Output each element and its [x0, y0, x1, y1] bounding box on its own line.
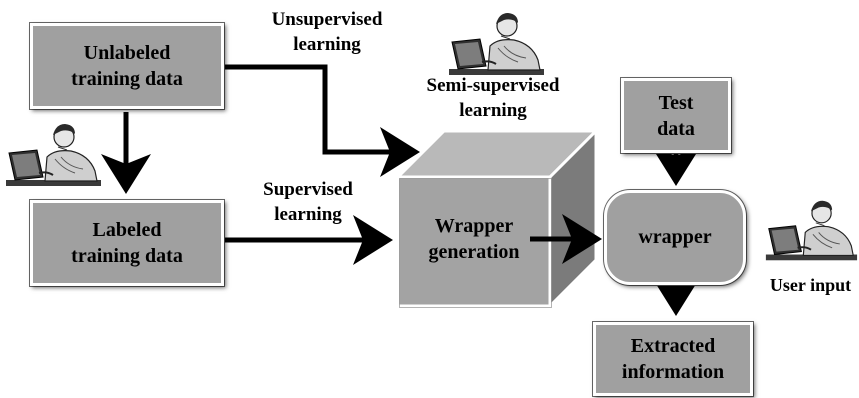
node-label-line: data [657, 117, 695, 140]
node-labeled-training-data: Labeled training data [30, 200, 224, 286]
wrapper-generation-label: Wrapper generation [398, 213, 550, 265]
node-test-data: Test data [621, 78, 731, 153]
label-user-input: User input [769, 275, 852, 295]
node-label-line: Test [658, 91, 694, 114]
edge-unsupervised [223, 64, 420, 177]
person-at-computer-icon [6, 124, 101, 186]
node-label-line: generation [428, 241, 520, 263]
edge-label-line: Semi-supervised [426, 75, 560, 96]
node-label-line: training data [71, 245, 183, 267]
node-label-line: Wrapper [434, 215, 514, 237]
node-extracted-information: Extracted information [593, 322, 753, 396]
node-label-line: training data [71, 68, 183, 90]
node-unlabeled-training-data: Unlabeled training data [30, 23, 224, 109]
person-at-computer-icon [449, 13, 544, 75]
edge-label-line: learning [293, 34, 361, 55]
label-semi-supervised-learning: Semi-supervised learning [411, 73, 575, 123]
label-unsupervised-learning: Unsupervised learning [262, 7, 392, 57]
node-label-line: Labeled [92, 219, 162, 241]
node-label: wrapper [638, 226, 712, 248]
node-wrapper: wrapper [604, 190, 746, 285]
edge-label-line: Unsupervised [271, 9, 383, 30]
cube-front-face [396, 175, 552, 308]
edge-label-line: Supervised [263, 179, 353, 200]
node-label-line: Unlabeled [83, 42, 171, 64]
node-label-line: information [621, 361, 725, 383]
label-supervised-learning: Supervised learning [243, 177, 373, 227]
edge-label-line: learning [459, 100, 527, 121]
node-label-line: Extracted [630, 335, 716, 357]
person-at-computer-icon [765, 200, 858, 261]
edge-label-line: learning [274, 204, 342, 225]
